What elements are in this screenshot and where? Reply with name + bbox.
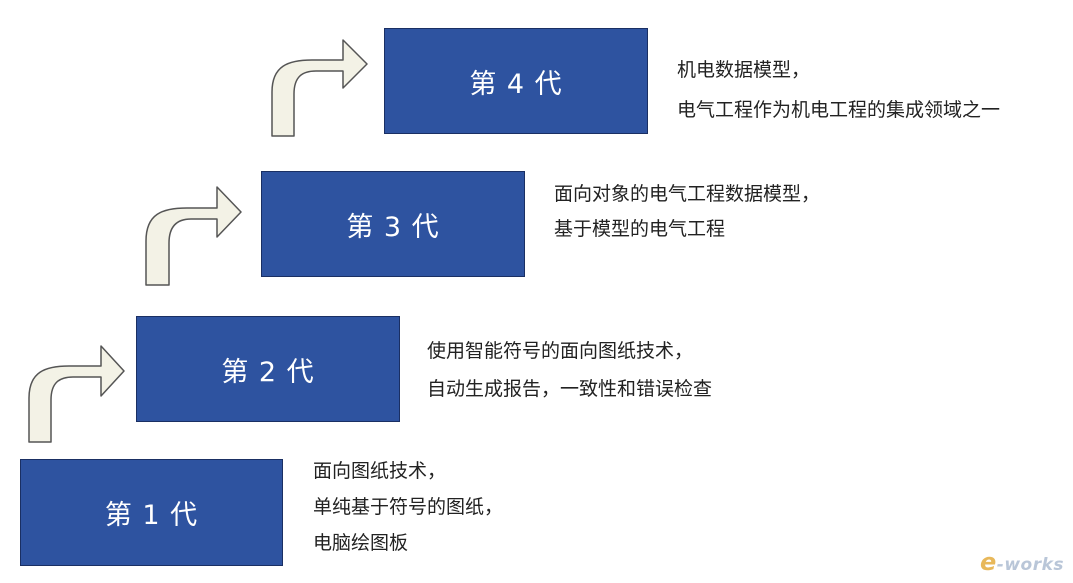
- generation-3-desc-line-2: 基于模型的电气工程: [554, 218, 726, 240]
- generation-4-desc-line-2: 电气工程作为机电工程的集成领域之一: [677, 99, 1001, 121]
- generation-1-box: 第 1 代: [20, 459, 283, 566]
- generation-1-desc-line-1: 面向图纸技术，: [313, 460, 447, 482]
- bent-arrow-icon-1: [28, 345, 125, 443]
- generation-2-desc-line-2: 自动生成报告，一致性和错误检查: [427, 378, 713, 400]
- generation-2-box: 第 2 代: [136, 316, 400, 422]
- generation-3-box: 第 3 代: [261, 171, 525, 277]
- generation-1-label: 第 1 代: [104, 500, 199, 531]
- logo-rest: -works: [996, 555, 1065, 575]
- logo-e: e: [980, 548, 997, 576]
- generation-3-label: 第 3 代: [346, 211, 440, 243]
- e-works-logo: e-works: [980, 548, 1065, 576]
- generation-2-desc-line-1: 使用智能符号的面向图纸技术，: [427, 340, 694, 362]
- generation-1-desc-line-2: 单纯基于符号的图纸，: [313, 496, 504, 518]
- bent-arrow-icon-2: [145, 186, 242, 286]
- bent-arrow-icon-3: [271, 39, 368, 137]
- generation-4-desc-line-1: 机电数据模型，: [677, 59, 811, 81]
- generation-1-desc-line-3: 电脑绘图板: [313, 532, 409, 554]
- generation-4-box: 第 4 代: [384, 28, 648, 134]
- generation-4-label: 第 4 代: [469, 68, 563, 100]
- generation-2-label: 第 2 代: [221, 356, 315, 388]
- generation-3-desc-line-1: 面向对象的电气工程数据模型，: [554, 183, 821, 205]
